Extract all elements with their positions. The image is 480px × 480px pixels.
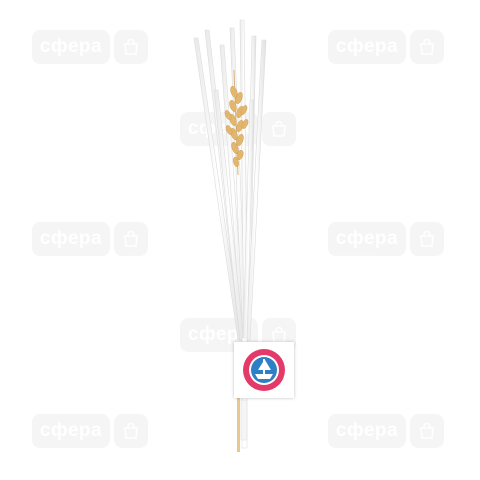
shopping-bag-icon bbox=[262, 112, 296, 146]
wheat-spikelets bbox=[224, 69, 249, 176]
watermark: сфера bbox=[328, 222, 444, 256]
stick bbox=[245, 39, 267, 341]
watermark-word: сфера bbox=[328, 30, 406, 64]
watermark-word: сфера bbox=[32, 30, 110, 64]
watermark: сфера bbox=[328, 414, 444, 448]
shopping-bag-icon bbox=[114, 30, 148, 64]
flag-label bbox=[234, 342, 294, 398]
watermark-word: сфера bbox=[32, 222, 110, 256]
watermark-word: сфера bbox=[32, 414, 110, 448]
watermark-word: сфера bbox=[328, 414, 406, 448]
watermark: сфера bbox=[32, 30, 148, 64]
watermark-word: сфера bbox=[328, 222, 406, 256]
shopping-bag-icon bbox=[410, 30, 444, 64]
watermark: сфера bbox=[328, 30, 444, 64]
shopping-bag-icon bbox=[410, 222, 444, 256]
shopping-bag-icon bbox=[114, 222, 148, 256]
ship-emblem-icon bbox=[243, 349, 285, 391]
sparkler-sticks bbox=[193, 19, 267, 341]
watermark: сфера bbox=[32, 414, 148, 448]
shopping-bag-icon bbox=[114, 414, 148, 448]
shopping-bag-icon bbox=[410, 414, 444, 448]
watermark: сфера bbox=[32, 222, 148, 256]
